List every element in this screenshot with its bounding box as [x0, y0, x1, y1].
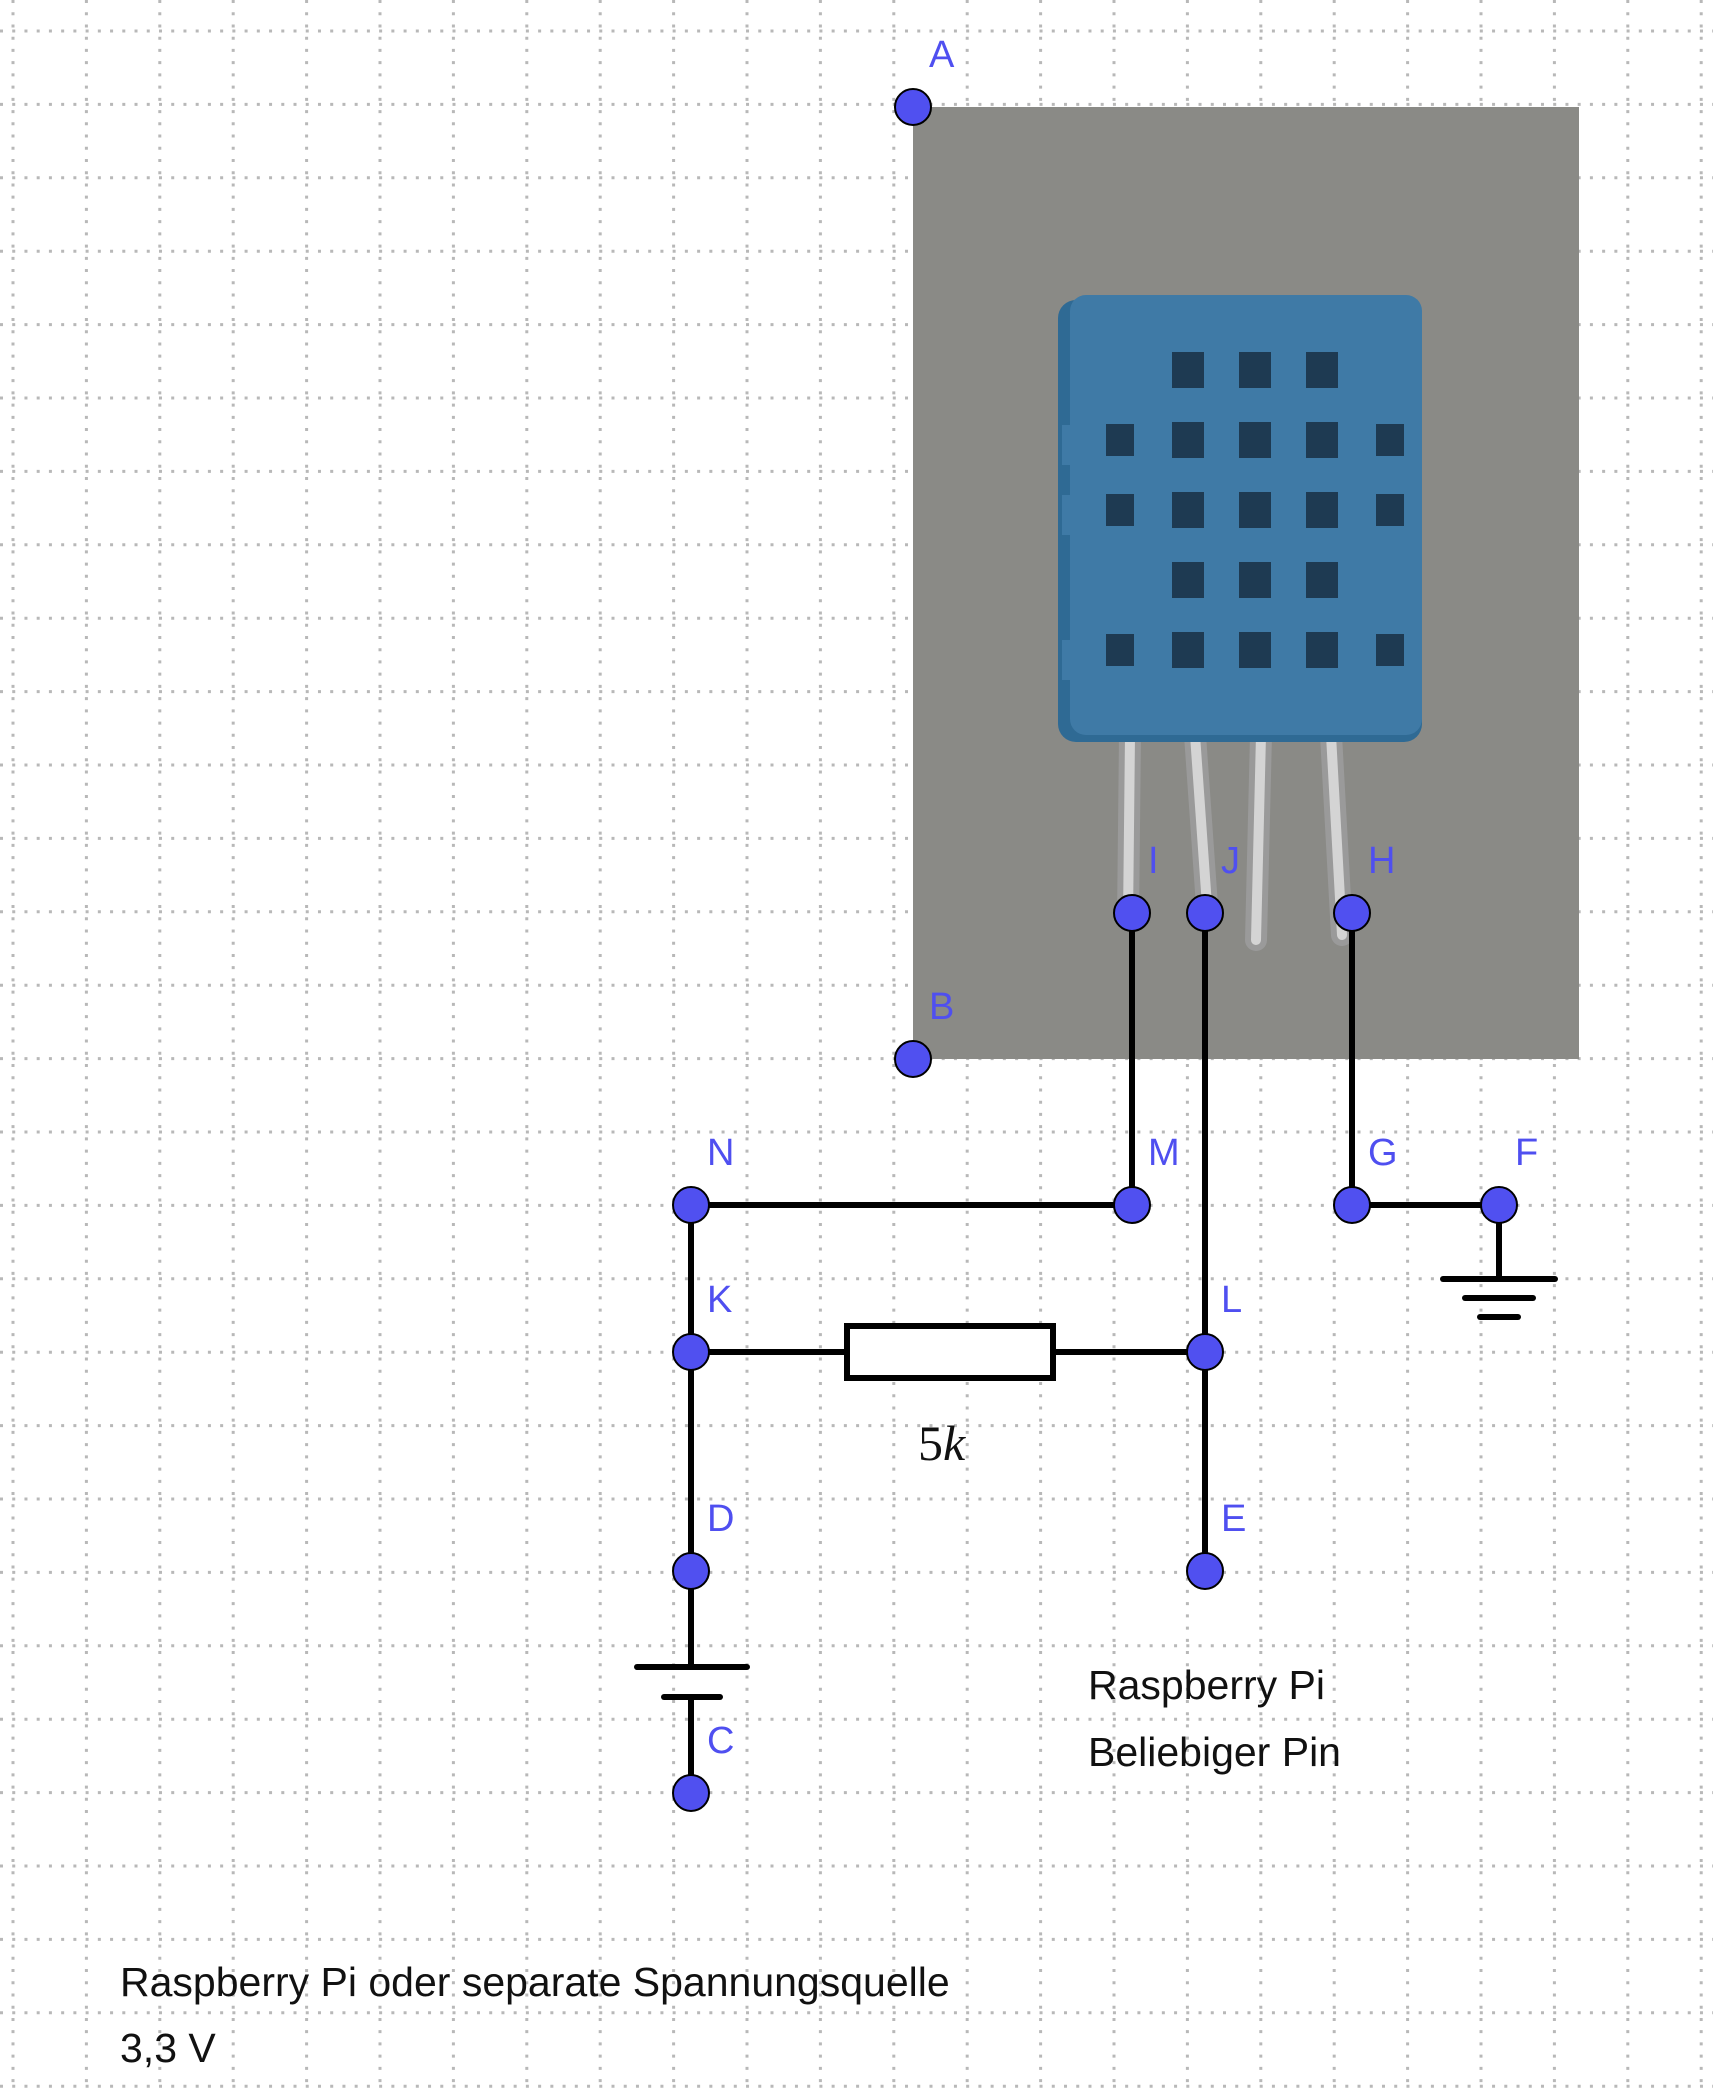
resistor-value: 5k	[918, 1415, 966, 1471]
sensor-slot	[1239, 632, 1271, 668]
sensor-slot	[1172, 562, 1204, 598]
point-label-d: D	[707, 1498, 734, 1540]
sensor-slot	[1172, 632, 1204, 668]
point-c[interactable]	[672, 1774, 710, 1812]
point-label-b: B	[929, 986, 954, 1028]
point-m[interactable]	[1113, 1186, 1151, 1224]
pin-caption-line2: Beliebiger Pin	[1088, 1729, 1341, 1775]
ground-symbol	[1440, 1276, 1558, 1320]
sensor-slot	[1306, 492, 1338, 528]
wires	[688, 910, 1502, 1796]
point-label-e: E	[1221, 1498, 1246, 1540]
sensor-slot	[1376, 424, 1404, 456]
point-label-n: N	[707, 1132, 734, 1174]
sensor-slot	[1172, 352, 1204, 388]
sensor-slot	[1306, 562, 1338, 598]
sensor-body	[1058, 295, 1422, 742]
sensor-slot	[1239, 352, 1271, 388]
sensor-slot	[1306, 352, 1338, 388]
point-i[interactable]	[1113, 894, 1151, 932]
point-g[interactable]	[1333, 1186, 1371, 1224]
sensor-slot	[1106, 424, 1134, 456]
sensor-slot	[1106, 634, 1134, 666]
point-label-g: G	[1368, 1132, 1398, 1174]
sensor-slot	[1376, 634, 1404, 666]
sensor-slot	[1172, 422, 1204, 458]
battery-cell-symbol	[634, 1664, 750, 1700]
sensor-slot	[1306, 632, 1338, 668]
point-j[interactable]	[1186, 894, 1224, 932]
point-a[interactable]	[894, 88, 932, 126]
point-l[interactable]	[1186, 1333, 1224, 1371]
point-label-c: C	[707, 1720, 734, 1762]
point-label-j: J	[1221, 840, 1240, 882]
point-h[interactable]	[1333, 894, 1371, 932]
point-label-f: F	[1515, 1132, 1538, 1174]
sensor-slot	[1239, 562, 1271, 598]
point-label-h: H	[1368, 840, 1395, 882]
supply-caption-line2: 3,3 V	[120, 2025, 216, 2071]
point-e[interactable]	[1186, 1552, 1224, 1590]
point-k[interactable]	[672, 1333, 710, 1371]
point-b[interactable]	[894, 1040, 932, 1078]
sensor-slot	[1172, 492, 1204, 528]
resistor	[844, 1323, 1056, 1381]
sensor-slot	[1106, 494, 1134, 526]
point-label-i: I	[1148, 840, 1159, 882]
point-label-k: K	[707, 1279, 732, 1321]
sensor-photo	[913, 107, 1579, 1059]
sensor-slot	[1239, 422, 1271, 458]
pin-caption-line1: Raspberry Pi	[1088, 1662, 1325, 1708]
point-d[interactable]	[672, 1552, 710, 1590]
sensor-slot	[1239, 492, 1271, 528]
supply-caption-line1: Raspberry Pi oder separate Spannungsquel…	[120, 1959, 950, 2005]
sensor-slot	[1376, 494, 1404, 526]
point-label-m: M	[1148, 1132, 1180, 1174]
points: A B C D E F G H I J K L M N	[672, 34, 1538, 1812]
point-f[interactable]	[1480, 1186, 1518, 1224]
sensor-slots	[1106, 352, 1404, 668]
point-label-l: L	[1221, 1279, 1242, 1321]
point-label-a: A	[929, 34, 955, 76]
sensor-slot	[1306, 422, 1338, 458]
point-n[interactable]	[672, 1186, 710, 1224]
